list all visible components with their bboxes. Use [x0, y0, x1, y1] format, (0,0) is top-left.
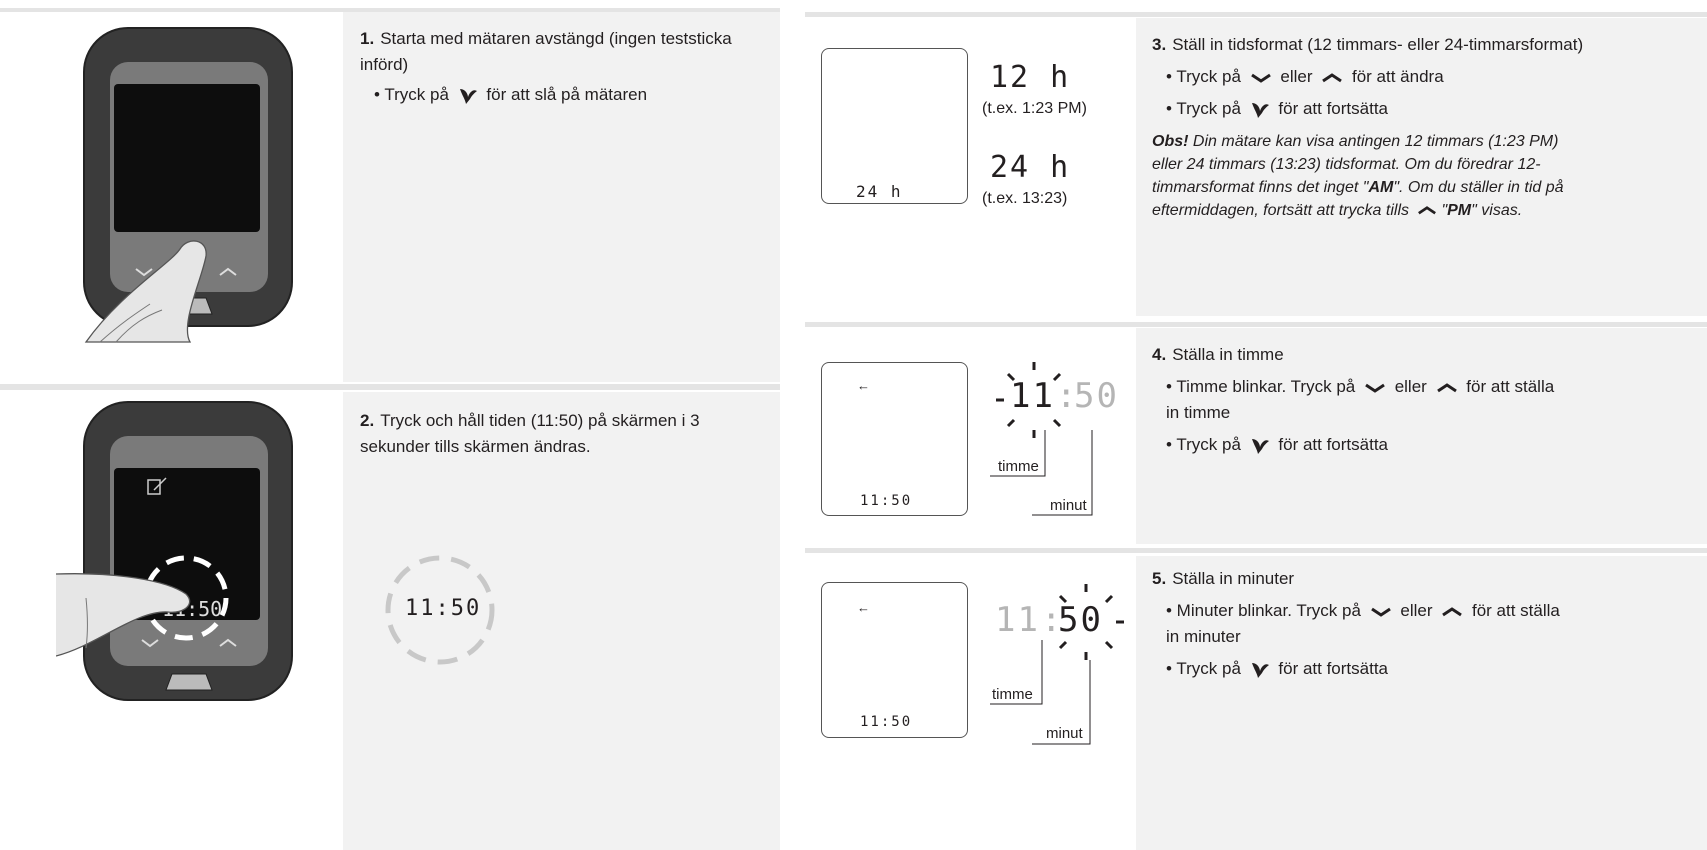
- label-hour: timme: [992, 686, 1033, 703]
- step5-text: 5. Ställa in minuter • Minuter blinkar. T…: [1152, 566, 1572, 682]
- bullet-text: • Tryck på: [1166, 659, 1241, 678]
- bullet-text: • Tryck på: [1166, 99, 1241, 118]
- chevron-down-icon: [1250, 73, 1271, 83]
- divider: [805, 548, 1707, 553]
- note-text: Din mätare kan visa antingen 12 timmars …: [1152, 133, 1559, 196]
- note-text: . Om du ställer in tid på eftermiddagen,…: [1152, 179, 1564, 219]
- step-title: Ställ in tidsformat (12 timmars- eller 2…: [1172, 35, 1584, 54]
- divider: [0, 8, 780, 12]
- note-label: Obs!: [1152, 133, 1189, 150]
- note-text: visas.: [1476, 202, 1523, 219]
- blink-rays: [996, 362, 1062, 438]
- lcd-format-value: 24 h: [856, 182, 903, 201]
- step4-text: 4. Ställa in timme • Timme blinkar. Tryck…: [1152, 342, 1572, 458]
- bullet-text: för att fortsätta: [1278, 99, 1388, 118]
- label-minute: minut: [1046, 725, 1083, 742]
- bullet-text: för att ändra: [1351, 67, 1444, 86]
- option-12h: 12 h: [990, 60, 1071, 95]
- chevron-down-icon: [1370, 607, 1391, 617]
- note: Obs! Din mätare kan visa antingen 12 tim…: [1152, 133, 1564, 219]
- lcd-screen: [821, 362, 968, 516]
- divider: [0, 384, 780, 390]
- option-12h-example: (t.ex. 1:23 PM): [982, 100, 1087, 117]
- callout-lines: [990, 640, 1091, 745]
- step-title: Ställa in timme: [1172, 345, 1284, 364]
- option-24h: 24 h: [990, 150, 1071, 185]
- bullet-text: eller: [1280, 67, 1313, 86]
- step-title: Ställa in minuter: [1172, 569, 1295, 588]
- chevron-up-icon: [1442, 606, 1463, 616]
- meter-illustration-2: 11:50: [56, 401, 293, 701]
- step-number: 5.: [1152, 569, 1167, 588]
- bullet-text: • Tryck på: [1166, 435, 1241, 454]
- lcd-time: 11:50: [860, 714, 913, 730]
- bullet-text: • Minuter blinkar. Tryck på: [1166, 601, 1361, 620]
- step-number: 4.: [1152, 345, 1167, 364]
- time-hold-ring: [385, 555, 495, 665]
- chevron-up-icon: [1322, 72, 1343, 82]
- bullet-text: för att slå på mätaren: [486, 85, 648, 104]
- bullet-text: • Tryck på: [374, 85, 449, 104]
- lcd-screen: [821, 48, 968, 204]
- step-number: 2.: [360, 411, 375, 430]
- option-24h-example: (t.ex. 13:23): [982, 190, 1068, 207]
- minute-digits: 50: [1058, 600, 1103, 640]
- bullet-text: för att fortsätta: [1278, 659, 1388, 678]
- lcd-screen: [821, 582, 968, 738]
- chevron-down-icon: [1365, 383, 1385, 393]
- step1-text: 1.Starta med mätaren avstängd (ingen tes…: [360, 26, 760, 108]
- meter-illustration-1: [83, 27, 293, 343]
- bullet-text: för att ställa in minuter: [1166, 601, 1560, 646]
- chevron-up-icon: [1418, 206, 1437, 215]
- step-number: 3.: [1152, 35, 1167, 54]
- ring-time: 11:50: [405, 596, 482, 621]
- step-number: 1.: [360, 29, 375, 48]
- colon-separator: :: [1041, 600, 1064, 640]
- bullet-text: eller: [1394, 377, 1427, 396]
- hour-digits: 11: [1010, 376, 1055, 416]
- butterfly-icon: [1251, 102, 1269, 118]
- step3-panel: [1136, 18, 1707, 316]
- step-title: Starta med mätaren avstängd (ingen tests…: [360, 29, 732, 74]
- divider: [805, 12, 1707, 17]
- butterfly-icon: [459, 88, 477, 104]
- step4-panel: [1136, 328, 1707, 544]
- note-am: AM: [1368, 179, 1394, 196]
- butterfly-icon: [1251, 438, 1269, 454]
- bullet-text: för att fortsätta: [1278, 435, 1388, 454]
- arrow-icon: ←: [857, 600, 870, 615]
- colon-separator: :: [1056, 376, 1079, 416]
- bullet-text: • Timme blinkar. Tryck på: [1166, 377, 1356, 396]
- step5-panel: [1136, 556, 1707, 850]
- bullet-text: för att ställa in timme: [1166, 377, 1555, 422]
- divider: [805, 322, 1707, 327]
- bullet-text: eller: [1400, 601, 1433, 620]
- callout-lines: [990, 430, 1093, 516]
- step3-text: 3. Ställ in tidsformat (12 timmars- eller…: [1152, 32, 1592, 222]
- step2-text: 2.Tryck och håll tiden (11:50) på skärme…: [360, 408, 720, 460]
- arrow-icon: ←: [857, 378, 870, 393]
- blink-rays: [1058, 584, 1124, 660]
- note-pm: PM: [1447, 202, 1472, 219]
- step-title: Tryck och håll tiden (11:50) på skärmen …: [360, 411, 700, 456]
- label-hour: timme: [998, 458, 1039, 475]
- chevron-up-icon: [1436, 382, 1457, 392]
- hour-digits: 11: [995, 600, 1040, 640]
- label-minute: minut: [1050, 497, 1087, 514]
- lcd-time: 11:50: [860, 493, 913, 509]
- butterfly-icon: [1251, 662, 1269, 678]
- minute-digits: 50: [1074, 376, 1119, 416]
- bullet-text: • Tryck på: [1166, 67, 1241, 86]
